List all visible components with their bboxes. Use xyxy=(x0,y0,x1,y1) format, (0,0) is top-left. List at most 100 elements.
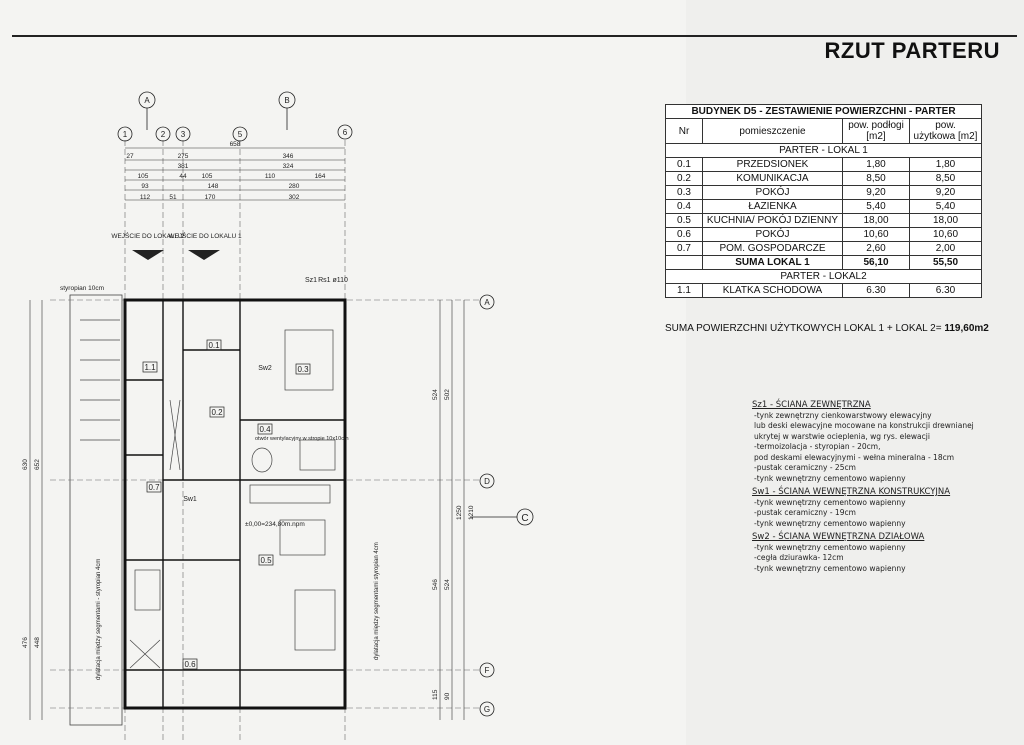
dim-text: 148 xyxy=(208,183,219,190)
room-label: 1.1 xyxy=(144,363,156,372)
cell: 5,40 xyxy=(909,199,982,214)
insulation-note: styropian 10cm xyxy=(60,285,104,292)
dim-text: 51 xyxy=(169,194,177,201)
dim-text: 302 xyxy=(289,194,300,201)
cell: 0.3 xyxy=(665,185,703,200)
col-header: Nr xyxy=(665,118,703,144)
axis-label: 3 xyxy=(181,130,186,139)
sheet-title: RZUT PARTERU xyxy=(824,38,1000,63)
dimension-lines xyxy=(29,147,465,720)
dim-text: 652 xyxy=(34,459,41,470)
dim-text: 502 xyxy=(444,389,451,400)
cell: 8,50 xyxy=(842,171,910,186)
group-header: PARTER - LOKAL 1 xyxy=(665,143,982,158)
vent-note: otwór wentylacyjny w stropie 10x10cm xyxy=(255,436,349,442)
cell: 10,60 xyxy=(842,227,910,242)
cell: 2,00 xyxy=(909,241,982,256)
dim-text: 105 xyxy=(202,173,213,180)
note-line: -pustak ceramiczny - 25cm xyxy=(754,463,856,472)
entry-arrow xyxy=(132,250,164,260)
floor-plan: 1 2 3 5 6 A B A D F G C 65 xyxy=(22,91,534,740)
note-line: -tynk zewnętrzny cienkowarstwowy elewacy… xyxy=(754,410,932,420)
cell: 18,00 xyxy=(909,213,982,228)
cell: 9,20 xyxy=(909,185,982,200)
dim-text: 324 xyxy=(283,163,294,170)
note-line: -tynk wewnętrzny cementowo wapienny xyxy=(754,518,906,528)
cell: 0.1 xyxy=(665,157,703,172)
room-label: 0.7 xyxy=(148,483,160,492)
cell: 0.2 xyxy=(665,171,703,186)
dim-text: 381 xyxy=(178,163,189,170)
cell: POKÓJ xyxy=(702,185,843,200)
walls xyxy=(123,298,347,710)
entry-label-2: WEJŚCIE DO LOKALU 2 xyxy=(111,231,185,240)
axis-label: 6 xyxy=(343,128,348,137)
dim-text: 476 xyxy=(22,637,29,648)
cell: 0.5 xyxy=(665,213,703,228)
cell: 5,40 xyxy=(842,199,910,214)
wall-notes: Sz1 - ŚCIANA ZEWNĘTRZNA -tynk zewnętrzny… xyxy=(752,397,987,574)
room-label: 0.3 xyxy=(297,365,309,374)
entry-label-1: WEJŚCIE DO LOKALU 1 xyxy=(168,231,242,240)
dim-text: 280 xyxy=(289,183,300,190)
cell: 2,60 xyxy=(842,241,910,256)
cell: SUMA LOKAL 1 xyxy=(702,255,843,270)
note-title: Sz1 - ŚCIANA ZEWNĘTRZNA xyxy=(752,400,871,410)
section-label: A xyxy=(144,96,150,105)
cell: 1,80 xyxy=(909,157,982,172)
vent-rs: Rs1 ø110 xyxy=(318,277,348,284)
cell: 55,50 xyxy=(909,255,982,270)
note-line: ukrytej w warstwie ocieplenia, wg rys. e… xyxy=(754,431,930,441)
axis-label: G xyxy=(484,705,490,714)
dim-text: 164 xyxy=(315,173,326,180)
dim-text: 105 xyxy=(138,173,149,180)
note-title: Sw2 - ŚCIANA WEWNĘTRZNA DZIAŁOWA xyxy=(752,532,925,542)
room-label: 0.4 xyxy=(259,425,271,434)
cell: KLATKA SCHODOWA xyxy=(702,283,843,298)
room-label: 0.2 xyxy=(211,408,223,417)
section-c-label: C xyxy=(521,513,528,524)
dim-text: 115 xyxy=(432,689,439,700)
cell: 0.4 xyxy=(665,199,703,214)
dim-text: 524 xyxy=(444,579,451,590)
cell: ŁAZIENKA xyxy=(702,199,843,214)
area-schedule-table: BUDYNEK D5 - ZESTAWIENIE POWIERZCHNI - P… xyxy=(665,104,982,298)
group-header: PARTER - LOKAL2 xyxy=(665,269,982,284)
section-label: B xyxy=(284,96,289,105)
dim-text: 1250 xyxy=(456,505,463,520)
note-line: -tynk wewnętrzny cementowo wapienny xyxy=(754,473,906,483)
cell: 56,10 xyxy=(842,255,910,270)
cell: KOMUNIKACJA xyxy=(702,171,843,186)
axis-label: 1 xyxy=(123,130,128,139)
table-caption: BUDYNEK D5 - ZESTAWIENIE POWIERZCHNI - P… xyxy=(665,104,982,119)
cell: PRZEDSIONEK xyxy=(702,157,843,172)
dim-text: 546 xyxy=(432,579,439,590)
total-area-line: SUMA POWIERZCHNI UŻYTKOWYCH LOKAL 1 + LO… xyxy=(665,323,989,334)
cell: 6.30 xyxy=(909,283,982,298)
cell: 6.30 xyxy=(842,283,910,298)
col-header: pow. podłogi [m2] xyxy=(842,118,910,144)
axis-label: 2 xyxy=(161,130,166,139)
dim-text: 658 xyxy=(230,141,241,148)
dim-text: 275 xyxy=(178,153,189,160)
wall-label: Sw2 xyxy=(258,365,272,372)
total-value: 119,60m2 xyxy=(944,323,989,334)
level-mark: ±0,00=234,80m.npm xyxy=(245,521,305,528)
cell: 0.6 xyxy=(665,227,703,242)
dilatation-note: dylatacja między segmentami - styropian … xyxy=(96,559,102,680)
total-label: SUMA POWIERZCHNI UŻYTKOWYCH LOKAL 1 + LO… xyxy=(665,323,942,334)
dim-text: 1210 xyxy=(468,505,475,520)
dim-text: 110 xyxy=(265,173,276,180)
room-label: 0.5 xyxy=(260,556,272,565)
wall-label: Sw1 xyxy=(183,496,197,503)
axis-label: D xyxy=(484,477,490,486)
axis-label: A xyxy=(484,298,490,307)
dim-text: 170 xyxy=(205,194,216,201)
